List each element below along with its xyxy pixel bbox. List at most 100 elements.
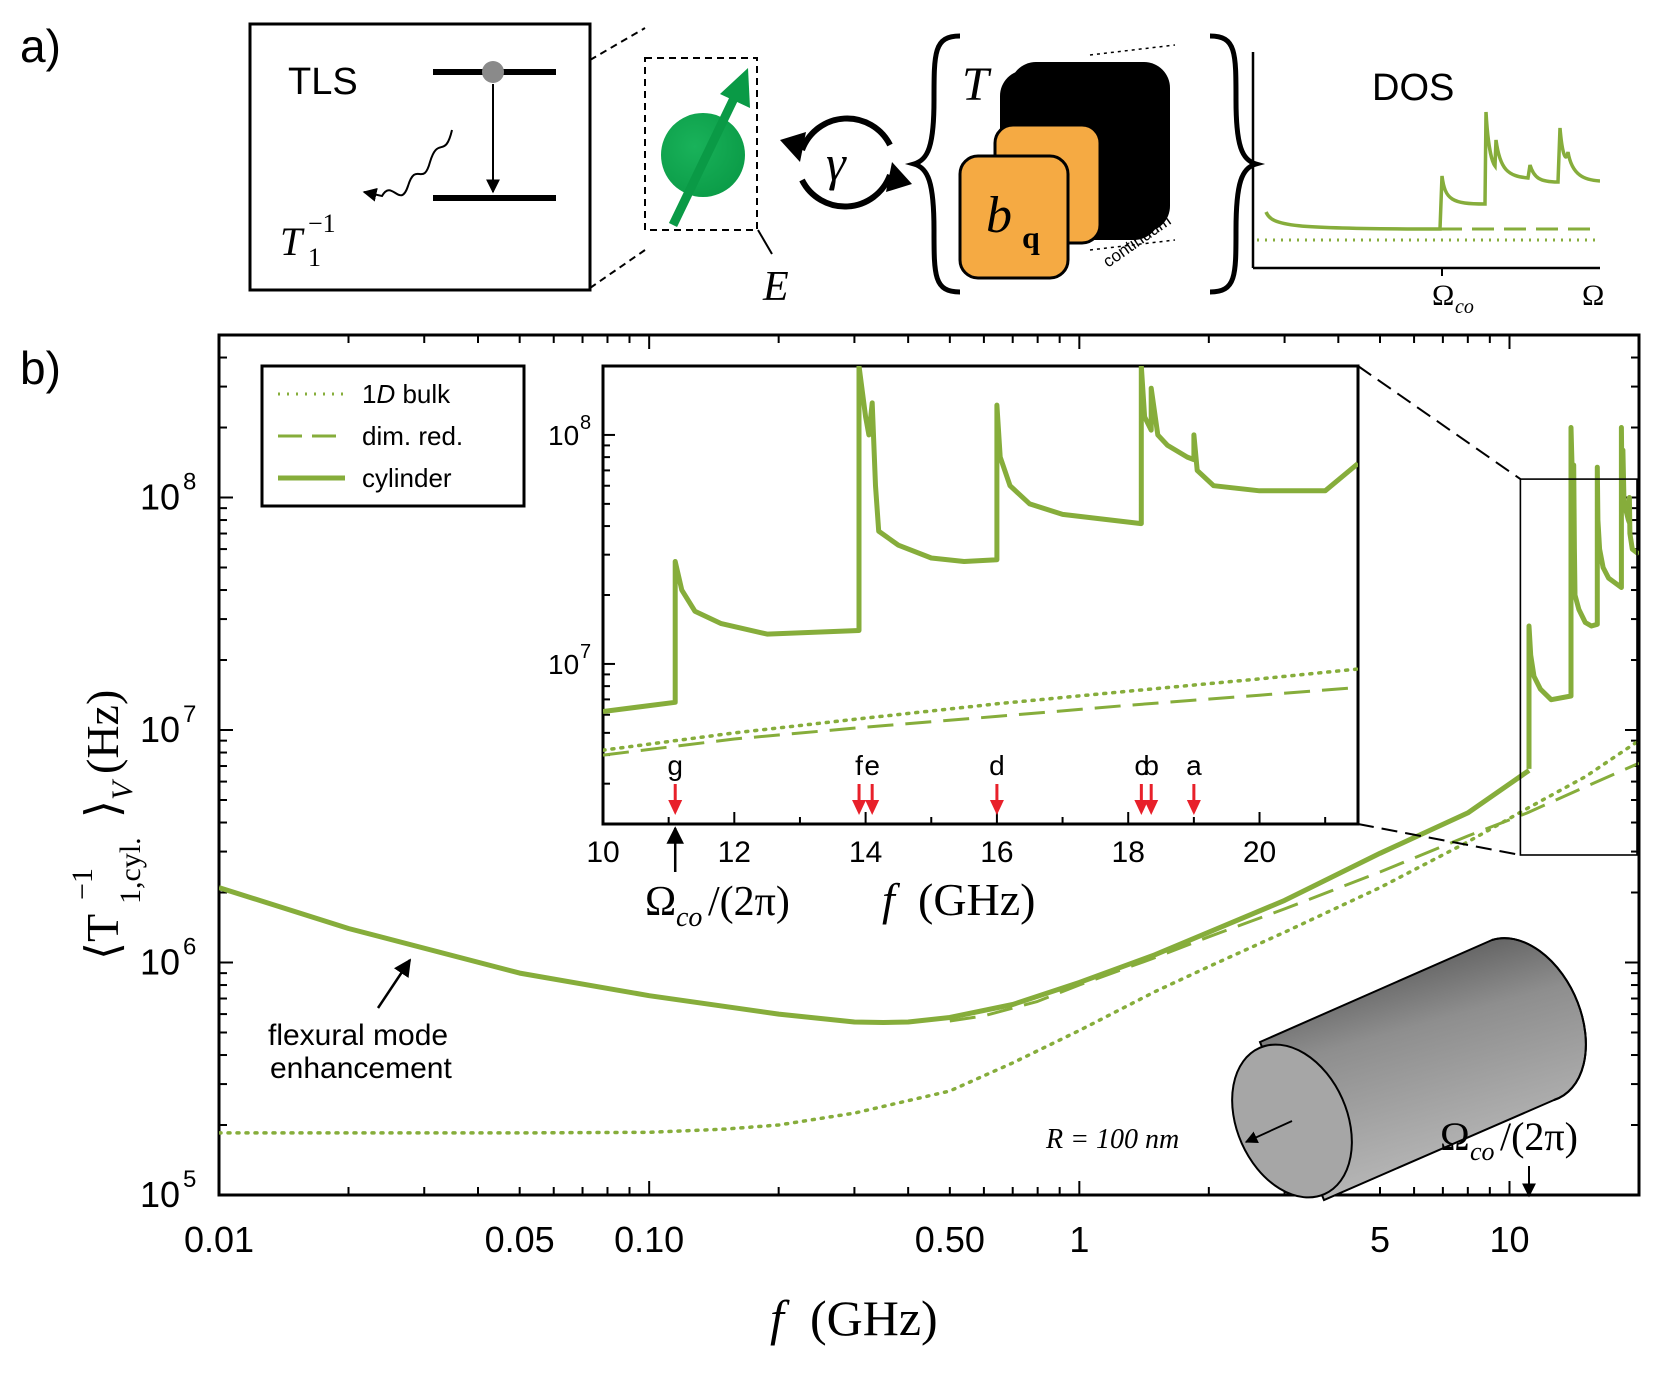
mode-marker-label: g xyxy=(667,750,683,781)
inset-xtick-label: 14 xyxy=(849,836,882,869)
main-ylabel-unit: (Hz) xyxy=(77,690,128,774)
annotation-line1: flexural mode xyxy=(268,1019,448,1052)
inset-cutoff-tail: /(2π) xyxy=(708,879,790,925)
main-ylabel-close: ⟩ xyxy=(77,800,128,818)
main-xtick-label: 1 xyxy=(1069,1219,1089,1260)
mode-marker-e: e xyxy=(864,750,880,815)
inset-series-dotted xyxy=(603,667,1358,752)
zoom-connector-top xyxy=(1357,365,1521,480)
zoom-connector-bottom xyxy=(1357,823,1521,856)
coupling-label: γ xyxy=(826,135,847,191)
inset-xlabel-var: f xyxy=(882,874,901,925)
mode-marker-a: a xyxy=(1186,750,1202,815)
main-ylabel: ⟨T 1,cyl. −1 ⟩ V (Hz) xyxy=(66,690,147,960)
dos-title: DOS xyxy=(1372,67,1454,109)
mode-marker-label: f xyxy=(855,750,863,781)
inset-xtick-label: 20 xyxy=(1243,836,1276,869)
main-xtick-label: 5 xyxy=(1370,1219,1390,1260)
inset-ytick-label: 10 xyxy=(548,649,579,680)
inset-ytick-exponent: 8 xyxy=(580,412,591,434)
tls-title: TLS xyxy=(288,61,358,103)
mode-marker-label: e xyxy=(864,750,880,781)
inset-ytick-exponent: 7 xyxy=(580,641,591,663)
inset-xtick-label: 18 xyxy=(1112,836,1145,869)
bath-continuum-stack: b q continuum xyxy=(958,44,1176,280)
dos-plot: DOS Ω co Ω xyxy=(1251,52,1604,318)
mode-marker-label: d xyxy=(989,750,1005,781)
tls-box: TLS T 1 −1 xyxy=(248,22,592,292)
mode-marker-label: b xyxy=(1143,750,1159,781)
inset-xlabel-unit: (GHz) xyxy=(918,874,1036,925)
main-cutoff-sub: co xyxy=(1470,1137,1495,1166)
dos-xlabel: Ω xyxy=(1582,279,1604,312)
main-xtick-label: 10 xyxy=(1489,1219,1529,1260)
t1-label-sup: −1 xyxy=(308,209,336,238)
main-xtick-label: 0.50 xyxy=(915,1219,985,1260)
main-ytick-label: 10 xyxy=(140,709,180,750)
inset-xtick-label: 10 xyxy=(586,836,619,869)
mode-marker-label: c xyxy=(1134,750,1148,781)
main-ylabel-main: ⟨T xyxy=(77,914,128,960)
main-ylabel-v: V xyxy=(106,778,139,800)
panel-label-a: a) xyxy=(20,20,61,72)
emission-wavy-arrow-icon xyxy=(362,129,453,202)
dos-cutoff-tick: Ω xyxy=(1432,279,1454,312)
boson-mode-sub: q xyxy=(1022,219,1040,255)
main-series-solid-highf xyxy=(1526,425,1639,769)
legend-item-dimred: dim. red. xyxy=(362,421,463,451)
main-xtick-label: 0.10 xyxy=(614,1219,684,1260)
coupling-cycle-icon: γ xyxy=(780,115,912,210)
mode-marker-b: b xyxy=(1143,750,1159,815)
inset-series-solid xyxy=(603,366,1358,714)
annotation-arrow xyxy=(376,958,412,1009)
bath-left-brace xyxy=(904,33,961,295)
t1-label: T xyxy=(280,219,305,264)
inset-cutoff-omega: Ω xyxy=(645,879,676,925)
legend-item-bulk: 1D bulk xyxy=(362,379,451,409)
spin-arrow-head xyxy=(720,68,750,108)
tls-population-dot xyxy=(482,61,504,83)
zoom-line-top xyxy=(589,27,646,61)
cylinder-illustration: R = 100 nm xyxy=(1045,937,1587,1202)
main-cutoff-omega: Ω xyxy=(1440,1114,1470,1159)
radius-arrow xyxy=(1244,1120,1293,1144)
main-ytick-label: 10 xyxy=(140,942,180,983)
mode-marker-g: g xyxy=(667,750,683,815)
inset-xtick-label: 12 xyxy=(718,836,751,869)
radius-label: R = 100 nm xyxy=(1045,1124,1179,1155)
field-pointer xyxy=(757,229,773,255)
spin-box xyxy=(644,57,758,231)
inset-series-dashed xyxy=(603,685,1358,757)
zoom-rectangle xyxy=(1519,478,1638,856)
main-cutoff-tail: /(2π) xyxy=(1500,1114,1578,1159)
legend: 1D bulk dim. red. cylinder xyxy=(260,364,526,508)
mode-marker-label: a xyxy=(1186,750,1202,781)
main-ylabel-sub: 1,cyl. xyxy=(114,837,147,904)
mode-marker-f: f xyxy=(852,750,867,815)
main-xtick-label: 0.01 xyxy=(184,1219,254,1260)
main-ytick-label: 10 xyxy=(140,477,180,518)
bath-temperature: T xyxy=(962,58,992,111)
dos-solid-curve xyxy=(1264,111,1600,231)
main-xtick-label: 0.05 xyxy=(485,1219,555,1260)
main-plot-frame xyxy=(217,333,1641,1197)
main-xlabel-unit: (GHz) xyxy=(810,1290,938,1346)
main-ytick-exponent: 5 xyxy=(183,1166,196,1193)
spin-arrow-shaft xyxy=(668,90,742,227)
main-ytick-exponent: 8 xyxy=(183,469,196,496)
main-xlabel-var: f xyxy=(770,1290,790,1346)
legend-item-cylinder: cylinder xyxy=(362,463,452,493)
inset-frame xyxy=(601,364,1360,826)
main-series-solid xyxy=(219,768,1531,1025)
inset-xtick-label: 16 xyxy=(980,836,1013,869)
field-label: E xyxy=(762,264,789,310)
bath-right-brace xyxy=(1209,33,1266,295)
inset-ytick-label: 10 xyxy=(548,420,579,451)
main-ytick-exponent: 7 xyxy=(183,701,196,728)
t1-label-sub: 1 xyxy=(308,243,321,272)
main-ytick-exponent: 6 xyxy=(183,934,196,961)
main-series-dotted xyxy=(219,738,1639,1135)
